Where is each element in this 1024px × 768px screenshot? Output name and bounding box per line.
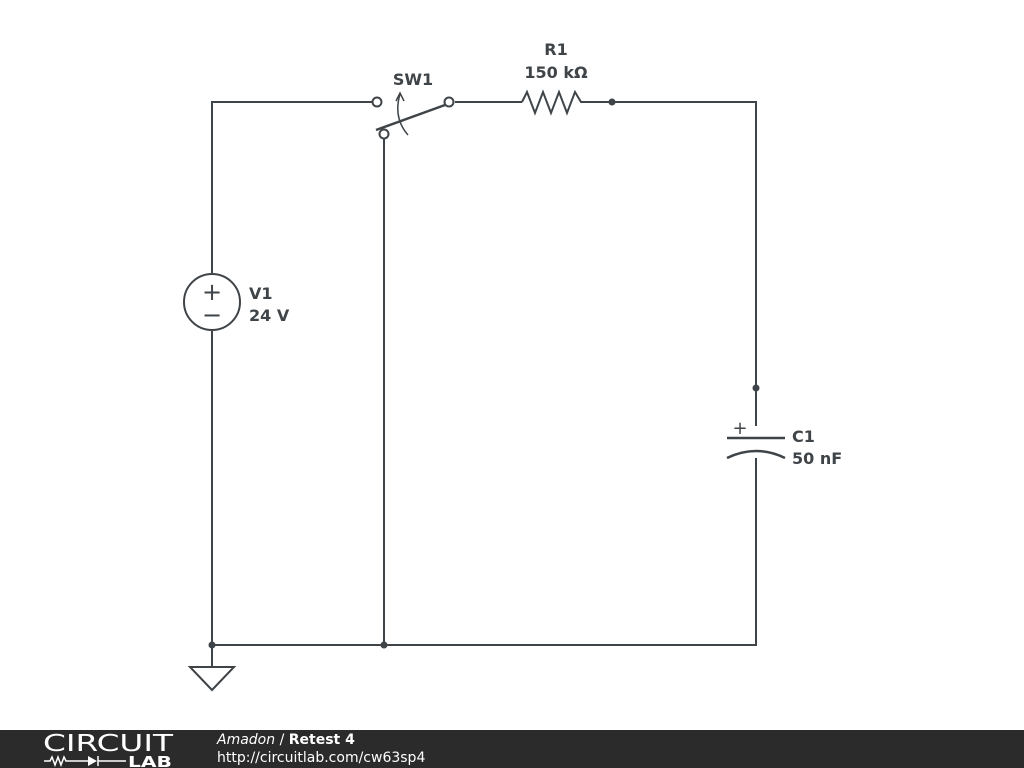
junction-dot bbox=[608, 98, 616, 106]
switch-sw1: SW1 bbox=[371, 70, 455, 140]
source-plus-sign: + bbox=[202, 278, 222, 306]
resistor-r1: R1 150 kΩ bbox=[521, 40, 588, 116]
logo-text-circuit: CIRCUIT bbox=[43, 731, 174, 757]
junction-dot bbox=[208, 641, 216, 649]
source-circle bbox=[183, 273, 241, 331]
credit-block: Amadon / Retest 4 http://circuitlab.com/… bbox=[217, 731, 425, 767]
voltage-source-v1: + − V1 24 V bbox=[183, 273, 290, 331]
author-name[interactable]: Amadon bbox=[217, 732, 276, 748]
circuit-title[interactable]: Retest 4 bbox=[288, 732, 355, 748]
credit-separator: / bbox=[279, 732, 285, 748]
source-value: 24 V bbox=[249, 306, 290, 325]
switch-terminal bbox=[371, 96, 383, 108]
junction-dot bbox=[752, 384, 760, 392]
wire-bottom-rail bbox=[212, 458, 757, 646]
resistor-value: 150 kΩ bbox=[524, 63, 588, 82]
credit-line: Amadon / Retest 4 bbox=[217, 731, 425, 749]
switch-arrowhead bbox=[395, 91, 405, 102]
logo-wire-icon bbox=[44, 754, 88, 768]
circuit-url[interactable]: http://circuitlab.com/cw63sp4 bbox=[217, 750, 426, 766]
resistor-label: R1 bbox=[544, 40, 567, 59]
junctions bbox=[208, 98, 760, 649]
footer-bar: CIRCUIT LAB Amadon / Retest 4 http://cir… bbox=[0, 730, 1024, 768]
capacitor-c1: + C1 50 nF bbox=[726, 418, 842, 468]
source-label: V1 bbox=[249, 284, 273, 303]
logo-text-lab: LAB bbox=[128, 753, 172, 768]
capacitor-value: 50 nF bbox=[792, 449, 842, 468]
ground-symbol bbox=[187, 666, 237, 692]
resistor-zigzag bbox=[521, 89, 588, 116]
switch-terminal bbox=[378, 128, 390, 140]
switch-terminal bbox=[443, 96, 455, 108]
wires bbox=[211, 101, 757, 667]
switch-label: SW1 bbox=[393, 70, 433, 89]
source-minus-sign: − bbox=[202, 301, 222, 329]
ground-triangle bbox=[187, 666, 237, 692]
capacitor-curved-plate bbox=[726, 449, 786, 460]
wire-v1-to-switch bbox=[211, 101, 372, 273]
logo-diode-icon bbox=[88, 756, 97, 766]
capacitor-polarity: + bbox=[732, 418, 747, 439]
switch-blade bbox=[375, 103, 446, 132]
switch-arrow bbox=[397, 93, 409, 136]
circuitlab-logo[interactable]: CIRCUIT LAB bbox=[42, 730, 174, 768]
capacitor-label: C1 bbox=[792, 427, 815, 446]
wire-r1-to-c1 bbox=[588, 101, 757, 426]
junction-dot bbox=[380, 641, 388, 649]
